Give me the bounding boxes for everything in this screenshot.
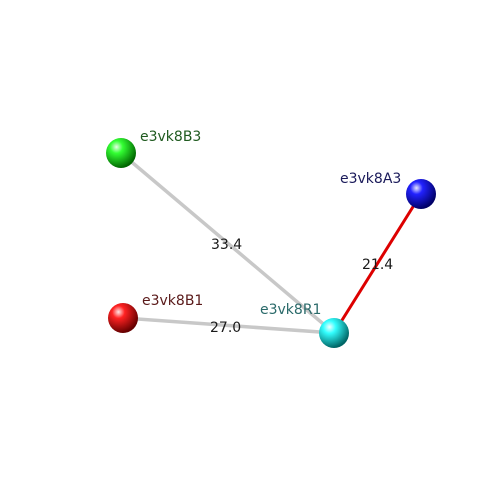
distance-label-a3-r1: 21.4 (362, 257, 393, 273)
distance-line-a3-r1 (332, 192, 423, 335)
atom-label-r1: e3vk8R1 (260, 302, 321, 318)
atom-sphere-b1[interactable] (108, 303, 138, 333)
atom-label-a3: e3vk8A3 (340, 171, 401, 187)
atom-sphere-a3[interactable] (406, 179, 436, 209)
atom-label-b3: e3vk8B3 (140, 129, 201, 145)
atom-sphere-r1[interactable] (319, 318, 349, 348)
distance-label-b3-r1: 33.4 (211, 237, 242, 253)
distance-line-b1-r1 (121, 316, 336, 335)
atom-sphere-b3[interactable] (106, 138, 136, 168)
distance-label-b1-r1: 27.0 (210, 320, 241, 336)
distance-line-b3-r1 (119, 151, 336, 335)
atom-label-b1: e3vk8B1 (142, 293, 203, 309)
